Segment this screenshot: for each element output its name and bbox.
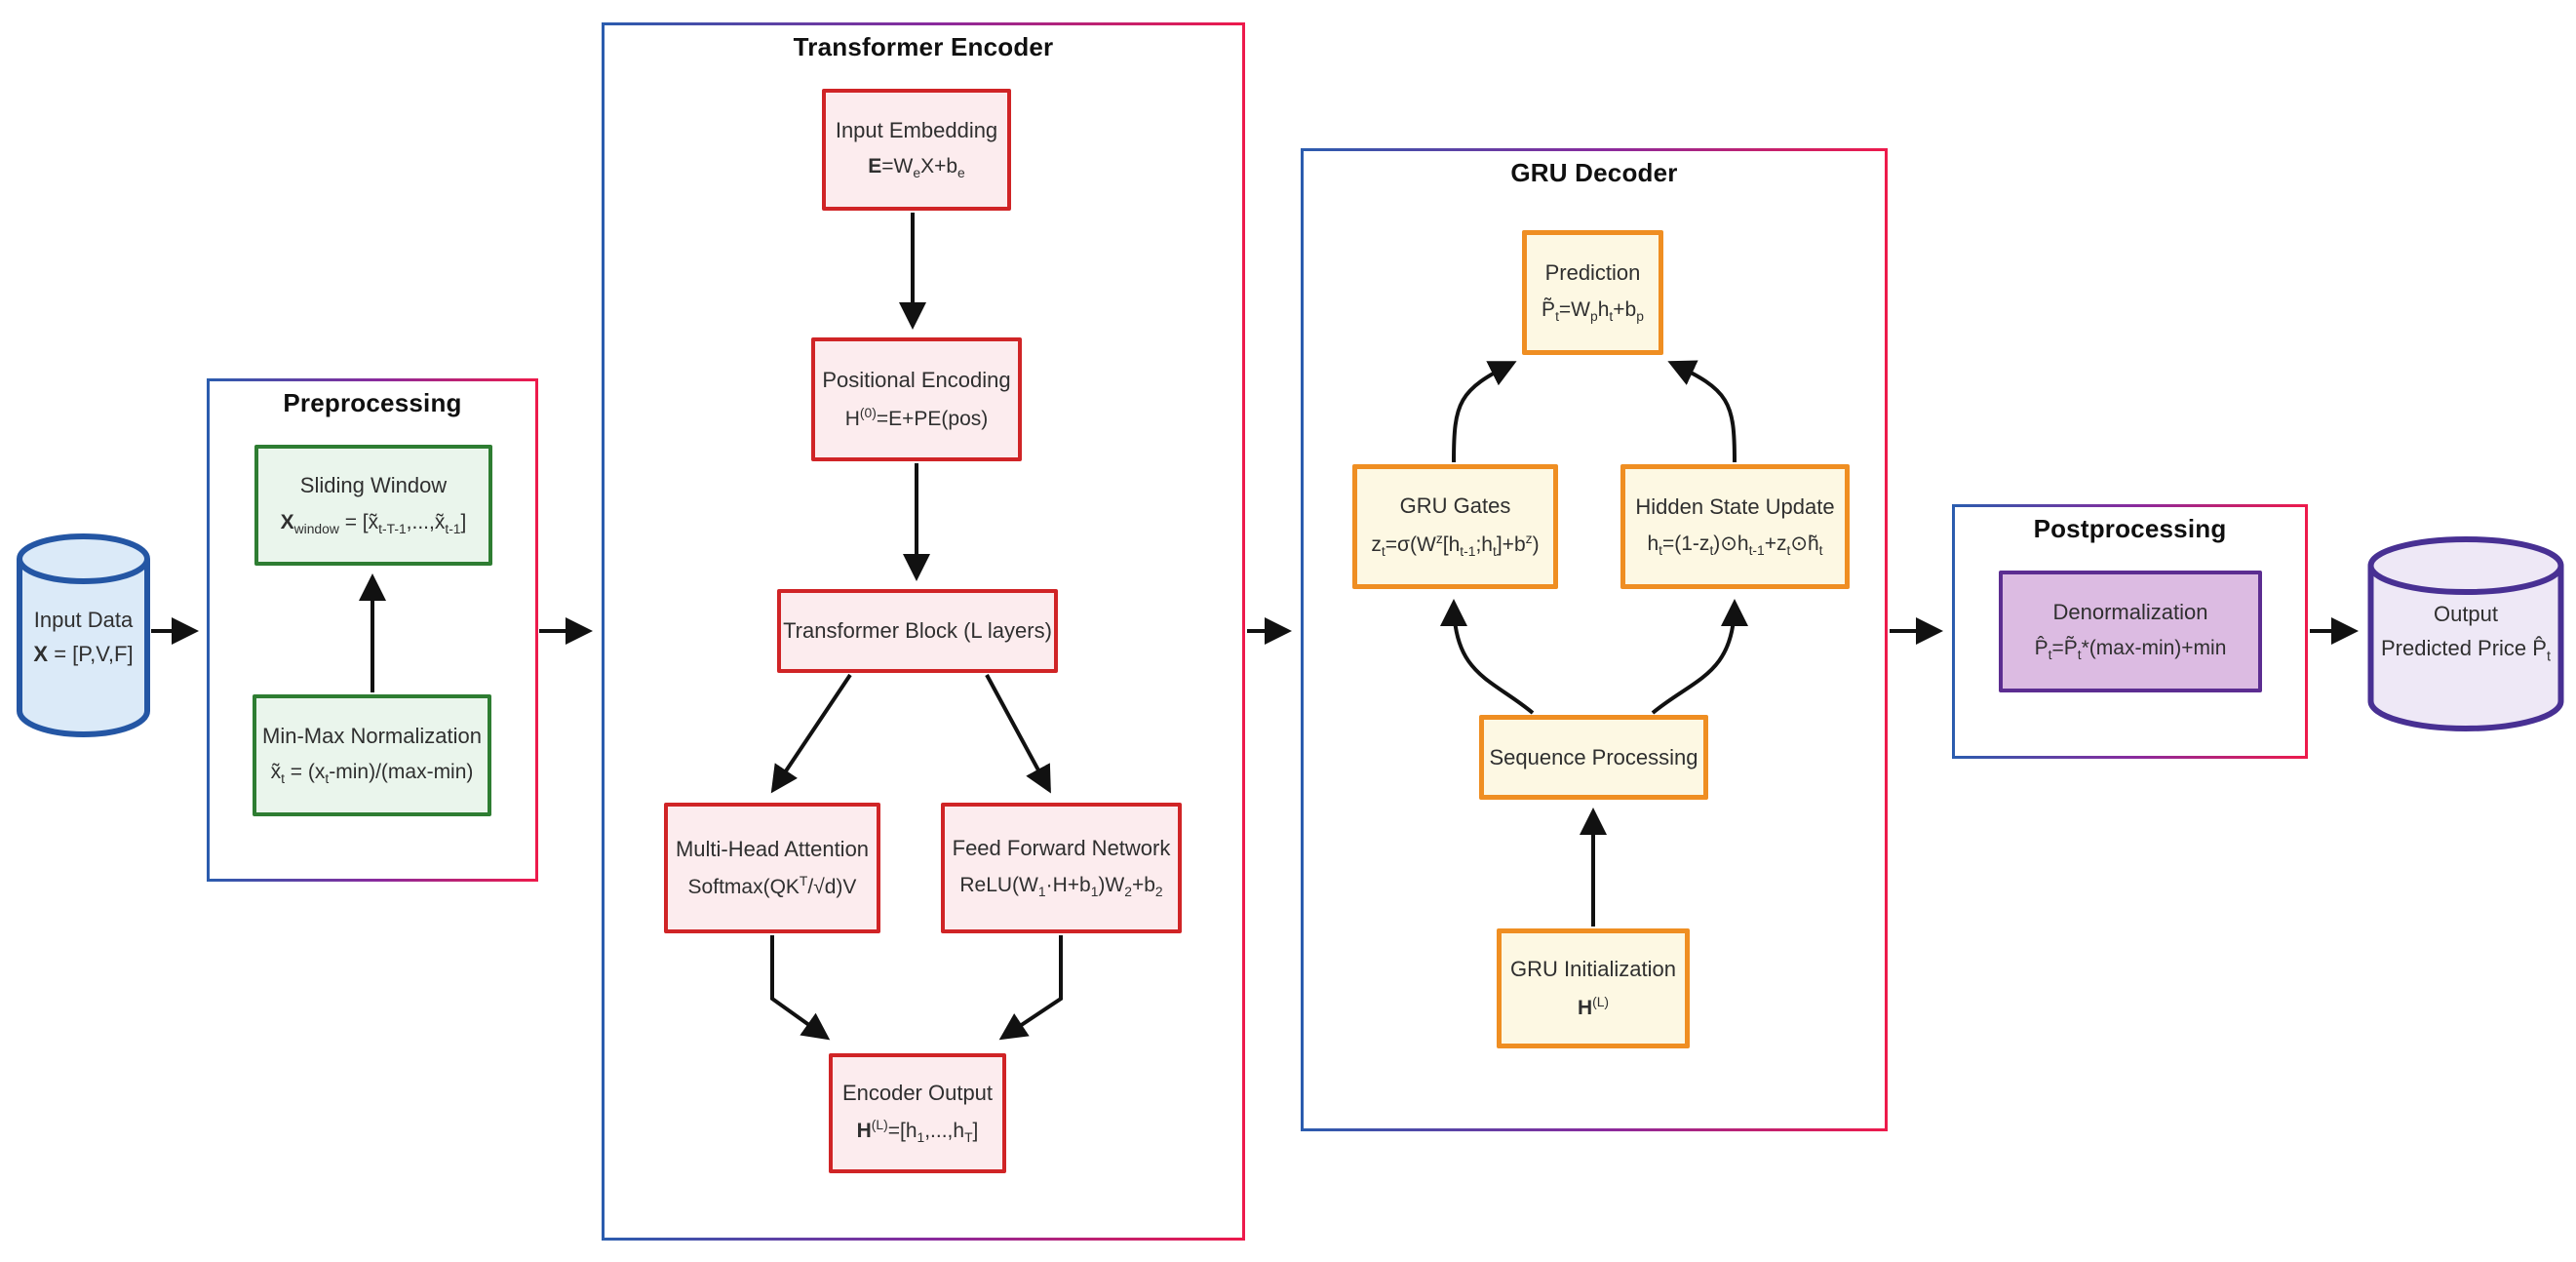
node-label: Denormalization	[2052, 599, 2208, 624]
node-formula: E=WeX+be	[868, 155, 965, 181]
node-transformer-block: Transformer Block (L layers)	[777, 589, 1058, 673]
node-label: Positional Encoding	[822, 368, 1011, 393]
node-multi-head-attention: Multi-Head Attention Softmax(QKT/√d)V	[664, 803, 880, 933]
node-positional-encoding: Positional Encoding H(0)=E+PE(pos)	[811, 337, 1022, 461]
node-formula: Xwindow = [x̃t-T-1,...,x̃t-1]	[280, 510, 467, 536]
node-formula: H(L)=[h1,...,hT]	[856, 1117, 979, 1146]
node-denormalization: Denormalization P̂t=P̃t*(max-min)+min	[1999, 571, 2262, 692]
output-store-formula: Predicted Price P̂t	[2380, 636, 2551, 665]
preprocessing-title: Preprocessing	[283, 388, 462, 417]
output-store-label: Output Predicted Price P̂t	[2366, 597, 2565, 669]
node-label: GRU Gates	[1399, 493, 1511, 519]
postprocessing-title: Postprocessing	[2033, 514, 2227, 543]
node-formula: Softmax(QKT/√d)V	[687, 873, 857, 899]
node-label: Prediction	[1544, 260, 1641, 286]
node-label: Sliding Window	[299, 473, 448, 498]
node-label: Min-Max Normalization	[262, 723, 482, 748]
node-formula: ht=(1-zt)⊙ht-1+zt⊙h̃t	[1647, 532, 1823, 558]
node-formula: P̃t=Wpht+bp	[1542, 297, 1644, 324]
node-gru-initialization: GRU Initialization H(L)	[1497, 928, 1690, 1048]
node-label: Encoder Output	[841, 1080, 994, 1105]
node-label: Hidden State Update	[1635, 494, 1835, 520]
gru-decoder-title: GRU Decoder	[1510, 158, 1678, 187]
node-prediction: Prediction P̃t=Wpht+bp	[1522, 230, 1663, 355]
node-sequence-processing: Sequence Processing	[1479, 715, 1708, 800]
node-hidden-state-update: Hidden State Update ht=(1-zt)⊙ht-1+zt⊙h̃…	[1620, 464, 1850, 589]
node-label: Input Embedding	[835, 117, 998, 142]
input-store-formula: X = [P,V,F]	[33, 642, 134, 667]
node-minmax-normalization: Min-Max Normalization x̃t = (xt-min)/(ma…	[253, 694, 491, 816]
node-sliding-window: Sliding Window Xwindow = [x̃t-T-1,...,x̃…	[254, 445, 492, 566]
node-formula: x̃t = (xt-min)/(max-min)	[270, 761, 474, 787]
input-database-cylinder	[17, 533, 150, 737]
node-label: Feed Forward Network	[952, 836, 1171, 861]
node-label: Sequence Processing	[1489, 744, 1698, 769]
node-label: GRU Initialization	[1510, 957, 1676, 982]
input-store-label: Input Data X = [P,V,F]	[16, 603, 151, 671]
node-formula: H(0)=E+PE(pos)	[844, 404, 989, 430]
input-store-title: Input Data	[33, 608, 134, 632]
node-formula: ReLU(W1·H+b1)W2+b2	[959, 873, 1163, 899]
node-label: Transformer Block (L layers)	[783, 618, 1052, 644]
node-encoder-output: Encoder Output H(L)=[h1,...,hT]	[829, 1053, 1006, 1173]
node-formula: H(L)	[1577, 993, 1610, 1019]
node-input-embedding: Input Embedding E=WeX+be	[822, 89, 1011, 211]
output-store-title: Output	[2433, 602, 2499, 626]
node-gru-gates: GRU Gates zt=σ(Wz[ht-1;ht]+bz)	[1352, 464, 1558, 589]
output-database-cylinder	[2367, 536, 2564, 731]
node-label: Multi-Head Attention	[675, 836, 870, 861]
transformer-encoder-title: Transformer Encoder	[793, 32, 1054, 61]
node-feed-forward-network: Feed Forward Network ReLU(W1·H+b1)W2+b2	[941, 803, 1182, 933]
node-formula: zt=σ(Wz[ht-1;ht]+bz)	[1371, 530, 1540, 559]
node-formula: P̂t=P̃t*(max-min)+min	[2034, 637, 2227, 663]
